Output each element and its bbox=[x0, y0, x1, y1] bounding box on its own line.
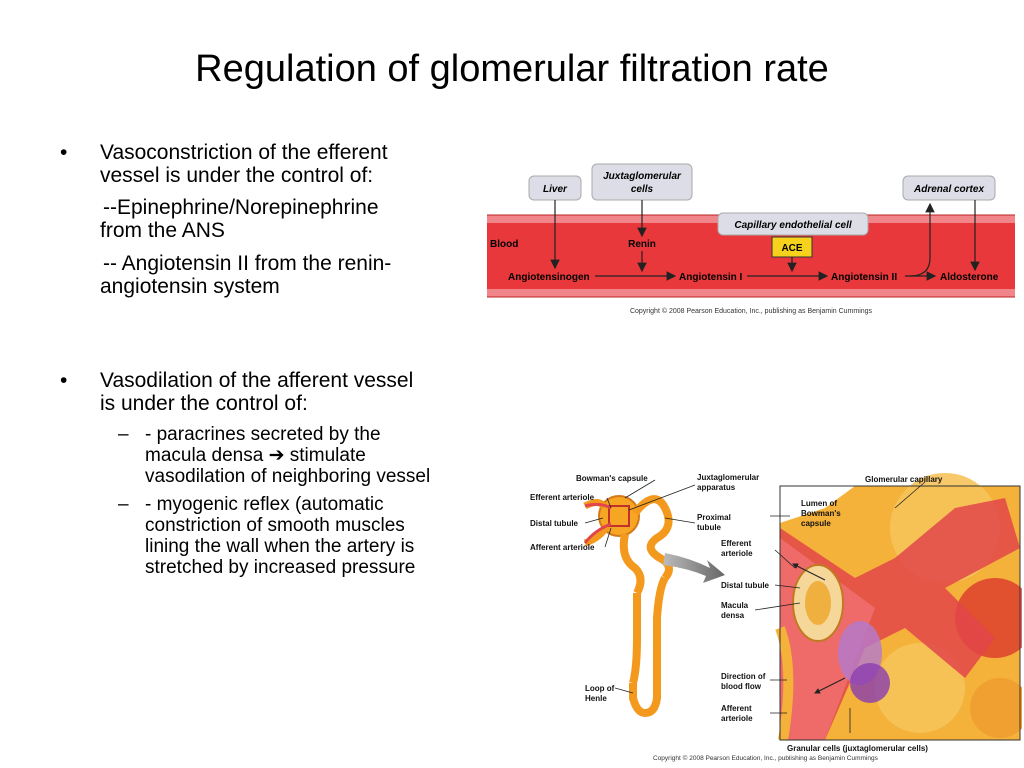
liver-label: Liver bbox=[543, 184, 568, 195]
efferent-arteriole-right-label-2: arteriole bbox=[721, 549, 753, 558]
direction-blood-flow-label: Direction of bbox=[721, 672, 766, 681]
glomerular-capillary-label: Glomerular capillary bbox=[865, 475, 943, 484]
bullet1-sub2-line2: angiotensin system bbox=[100, 275, 280, 298]
loop-of-henle-label-2: Henle bbox=[585, 694, 607, 703]
ace-label: ACE bbox=[781, 243, 802, 254]
afferent-arteriole-right-label-2: arteriole bbox=[721, 714, 753, 723]
angiotensin1-label: Angiotensin I bbox=[679, 272, 743, 283]
jga-label: Juxtaglomerular bbox=[697, 473, 759, 482]
zoomed-jga-panel bbox=[775, 473, 1022, 741]
bullet1-sub2-line1: -- Angiotensin II from the renin- bbox=[103, 252, 392, 275]
bullet1-sub1-line1: --Epinephrine/Norepinephrine bbox=[103, 196, 379, 219]
efferent-arteriole-left-label: Efferent arteriole bbox=[530, 493, 595, 502]
proximal-tubule-label: Proximal bbox=[697, 513, 731, 522]
raas-diagram: Liver Juxtaglomerular cells Adrenal cort… bbox=[487, 163, 1015, 315]
lumen-label: Lumen of bbox=[801, 499, 837, 508]
bullet2-line2: is under the control of: bbox=[100, 392, 308, 415]
bullet1-sub1-line2: from the ANS bbox=[100, 219, 225, 242]
granular-cells-label: Granular cells (juxtaglomerular cells) bbox=[787, 744, 928, 753]
capillary-label: Capillary endothelial cell bbox=[734, 220, 851, 231]
jg-cells-label: Juxtaglomerular bbox=[603, 171, 682, 182]
bullet2-line1: Vasodilation of the afferent vessel bbox=[100, 369, 414, 392]
kidney-diagram: Bowman's capsule Juxtaglomerular apparat… bbox=[530, 473, 1022, 762]
distal-tubule-left-label: Distal tubule bbox=[530, 519, 579, 528]
angiotensin2-label: Angiotensin II bbox=[831, 272, 897, 283]
dash-icon: – bbox=[118, 424, 129, 445]
angiotensinogen-label: Angiotensinogen bbox=[508, 272, 590, 283]
afferent-arteriole-right-label: Afferent bbox=[721, 704, 752, 713]
bullet2-dash2-line1: - myogenic reflex (automatic bbox=[145, 494, 384, 515]
bullet1-line1: Vasoconstriction of the efferent bbox=[100, 141, 388, 164]
capillary-box bbox=[717, 212, 869, 236]
bullet2-dash2-line2: constriction of smooth muscles bbox=[145, 515, 405, 536]
adrenal-label: Adrenal cortex bbox=[913, 184, 984, 195]
slide-title: Regulation of glomerular filtration rate bbox=[195, 48, 829, 90]
bullet2-dash2-line4: stretched by increased pressure bbox=[145, 557, 416, 578]
bullet-icon: • bbox=[60, 141, 68, 164]
bullet1-line2: vessel is under the control of: bbox=[100, 164, 374, 187]
zoom-arrow-icon bbox=[663, 553, 725, 583]
bullet2-dash2-line3: lining the wall when the artery is bbox=[145, 536, 415, 557]
kidney-copyright: Copyright © 2008 Pearson Education, Inc.… bbox=[653, 754, 879, 762]
bullet2-dash1-line1: - paracrines secreted by the bbox=[145, 424, 381, 445]
distal-tubule-right-label: Distal tubule bbox=[721, 581, 770, 590]
bowmans-capsule-label: Bowman's capsule bbox=[576, 474, 648, 483]
jg-cells-label-2: cells bbox=[631, 184, 654, 195]
direction-blood-flow-label-2: blood flow bbox=[721, 682, 762, 691]
adrenal-box bbox=[902, 175, 996, 201]
raas-copyright: Copyright © 2008 Pearson Education, Inc.… bbox=[630, 307, 873, 315]
bullet-icon: • bbox=[60, 369, 68, 392]
bullet2-dash1-line3: vasodilation of neighboring vessel bbox=[145, 466, 431, 487]
afferent-arteriole-left-label: Afferent arteriole bbox=[530, 543, 595, 552]
loop-of-henle-label: Loop of bbox=[585, 684, 615, 693]
macula-densa-label: Macula bbox=[721, 601, 749, 610]
aldosterone-label: Aldosterone bbox=[940, 272, 999, 283]
proximal-tubule-label-2: tubule bbox=[697, 523, 722, 532]
efferent-arteriole-right-label: Efferent bbox=[721, 539, 752, 548]
lumen-label-2: Bowman's bbox=[801, 509, 841, 518]
nephron-illustration bbox=[583, 495, 673, 718]
dash-icon: – bbox=[118, 494, 129, 515]
bullet2-dash1-line2: macula densa ➔ stimulate bbox=[145, 445, 366, 466]
macula-densa-label-2: densa bbox=[721, 611, 745, 620]
jga-label-2: apparatus bbox=[697, 483, 736, 492]
lumen-label-3: capsule bbox=[801, 519, 831, 528]
blood-label: Blood bbox=[490, 239, 518, 250]
renin-label: Renin bbox=[628, 239, 656, 250]
